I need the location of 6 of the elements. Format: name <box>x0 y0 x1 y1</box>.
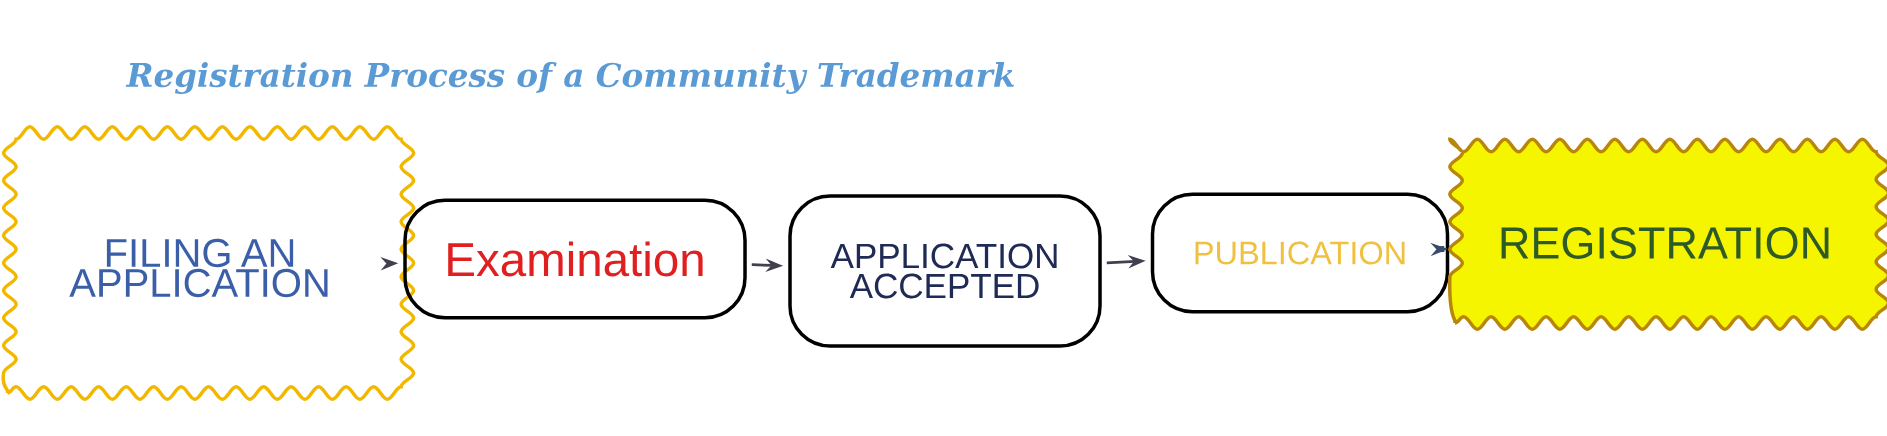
rounded-box: PUBLICATION <box>1150 192 1450 314</box>
rounded-box: Examination <box>403 198 747 320</box>
cloud-box: FILING AN APPLICATION <box>1 125 416 401</box>
rounded-box: APPLICATION ACCEPTED <box>788 194 1102 348</box>
title: Registration Process of a Community Trademark <box>125 62 1014 94</box>
cloud-box: REGISTRATION <box>1447 137 1887 331</box>
